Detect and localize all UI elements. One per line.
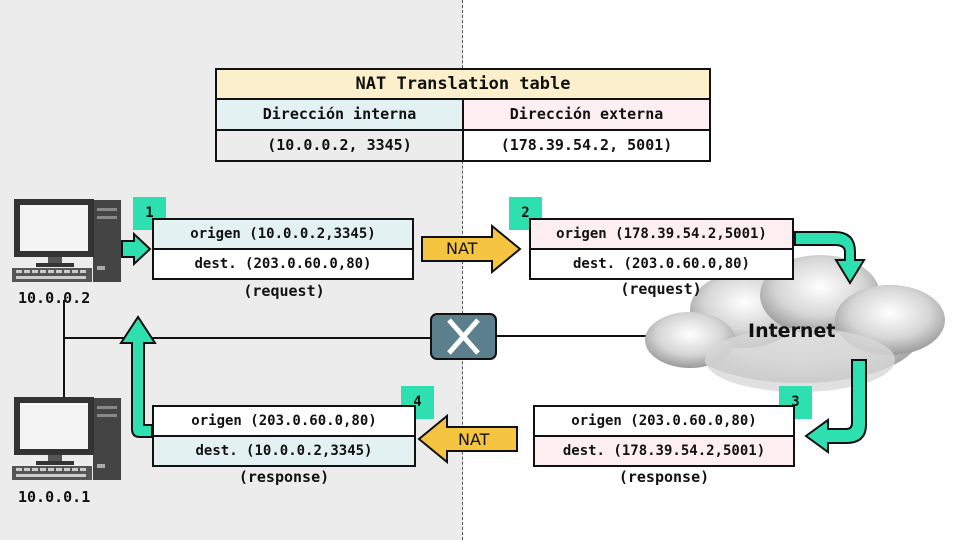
packet-2-dest: dest. (203.0.60.0,80): [531, 248, 792, 278]
nat-arrow-outbound: [421, 223, 522, 275]
packet-2: origen (178.39.54.2,5001) dest. (203.0.6…: [529, 218, 794, 280]
internet-label: Internet: [748, 320, 836, 342]
packet-1-origin: origen (10.0.0.2,3345): [154, 220, 412, 248]
internal-address-value: (10.0.0.2, 3345): [267, 136, 412, 154]
packet-4-label: (response): [238, 468, 330, 486]
arrow-icon-to-internet: [794, 231, 866, 285]
external-address-value: (178.39.54.2, 5001): [462, 131, 709, 160]
arrow-icon-host-to-packet: [121, 231, 152, 267]
desktop-computer-icon-a: [12, 199, 121, 282]
packet-2-label: (request): [620, 280, 702, 298]
packet-1-label: (request): [243, 282, 325, 300]
packet-1-dest: dest. (203.0.60.0,80): [154, 248, 412, 278]
host-label-b: 10.0.0.1: [18, 488, 91, 506]
packet-2-origin: origen (178.39.54.2,5001): [531, 220, 792, 248]
header-internal-address: Dirección interna: [217, 100, 462, 129]
packet-3-label: (response): [618, 468, 710, 486]
nat-label-inbound: NAT: [458, 430, 490, 449]
packet-3-dest: dest. (178.39.54.2,5001): [535, 435, 793, 465]
nat-translation-table: NAT Translation table Dirección interna …: [215, 68, 711, 162]
nat-table-title: NAT Translation table: [217, 70, 709, 100]
host-label-a: 10.0.0.2: [18, 289, 91, 307]
step-badge-4: 4: [401, 386, 434, 419]
network-boundary-divider: [462, 0, 463, 540]
packet-4: origen (203.0.60.0,80) dest. (10.0.0.2,3…: [152, 405, 416, 467]
arrow-icon-from-internet: [804, 359, 867, 454]
packet-4-dest: dest. (10.0.0.2,3345): [154, 435, 414, 465]
arrow-icon-to-host: [119, 315, 157, 438]
packet-4-origin: origen (203.0.60.0,80): [154, 407, 414, 435]
router-icon: [430, 313, 497, 360]
packet-1: origen (10.0.0.2,3345) dest. (203.0.60.0…: [152, 218, 414, 280]
packet-3: origen (203.0.60.0,80) dest. (178.39.54.…: [533, 405, 795, 467]
nat-label-outbound: NAT: [446, 239, 478, 258]
packet-3-origin: origen (203.0.60.0,80): [535, 407, 793, 435]
header-external-address: Dirección externa: [462, 100, 709, 129]
nat-arrow-inbound: [417, 413, 518, 465]
desktop-computer-icon-b: [12, 397, 121, 480]
